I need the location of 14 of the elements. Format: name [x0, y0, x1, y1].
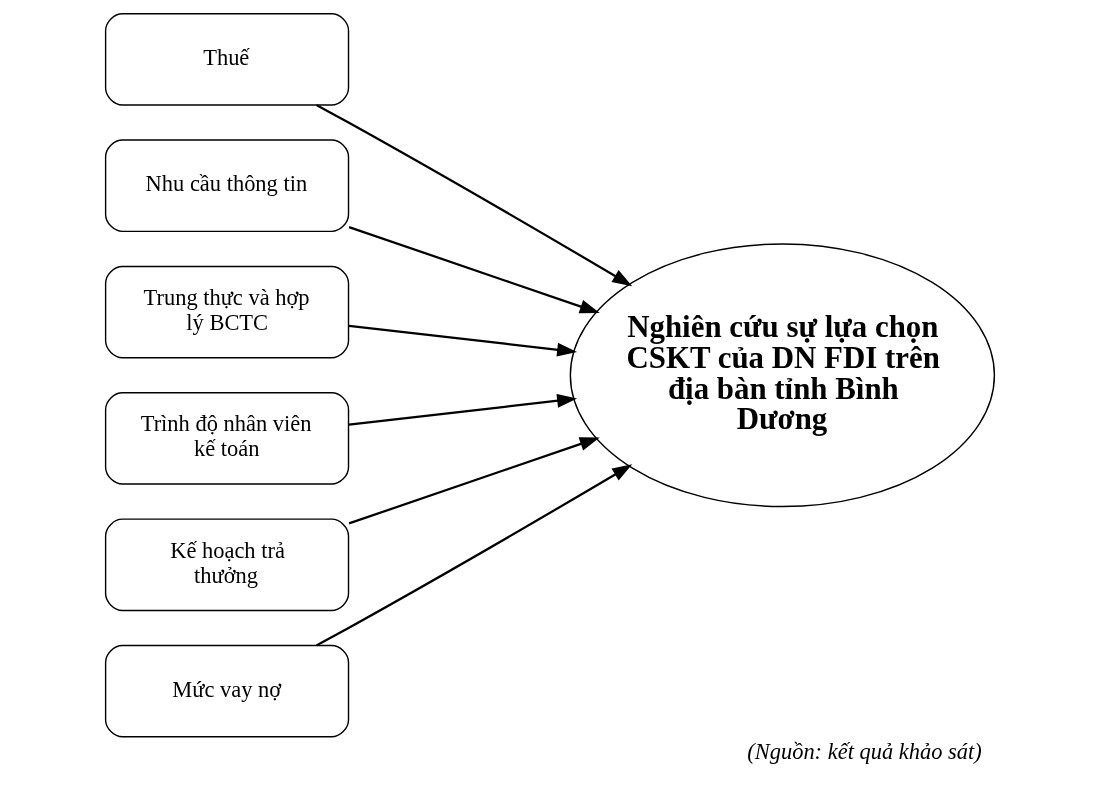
- node-box: Trình độ nhân viên kế toán: [104, 392, 349, 485]
- node-box: Nhu cầu thông tin: [104, 139, 349, 233]
- node-ellipse: Nghiên cứu sự lựa chọn CSKT của DN FDI trên địa bàn tỉnh Bình Dương: [569, 243, 995, 508]
- node-box: Kế hoạch trả thưởng: [104, 518, 349, 612]
- caption: (Nguồn: kết quả khảo sát): [746, 738, 982, 764]
- arrow: [315, 104, 632, 287]
- node-box: Mức vay nợ: [104, 644, 349, 738]
- arrow: [348, 226, 600, 314]
- arrow: [348, 437, 600, 525]
- node-box: Trung thực và hợp lý BCTC: [104, 265, 349, 359]
- arrow: [315, 464, 632, 647]
- arrow: [348, 324, 577, 357]
- arrow: [348, 393, 577, 426]
- node-box: Thuế: [104, 13, 349, 106]
